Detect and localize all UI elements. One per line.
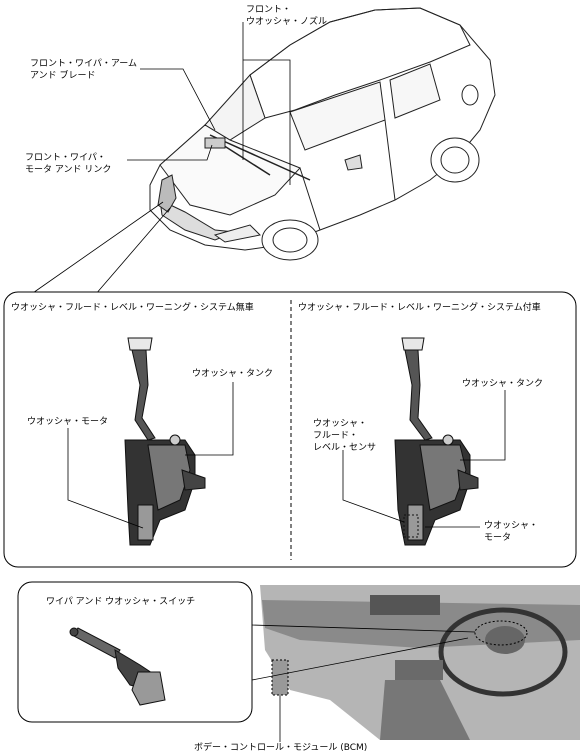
label-washer-tank-left: ウオッシャ・タンク: [192, 369, 274, 379]
wiper-switch-panel: [17, 581, 253, 723]
label-panel-without-system: ウオッシャ・フルード・レベル・ワーニング・システム無車: [11, 303, 254, 313]
left-leader-lines: [67, 382, 234, 529]
label-front-wiper-arm-blade: フロント・ワイパ・アーム アンド ブレード: [30, 59, 138, 81]
label-washer-motor-right: ウオッシャ・ モータ: [484, 521, 539, 543]
label-front-washer-nozzle: フロント・ ウオッシャ・ノズル: [246, 5, 328, 27]
label-bcm: ボデー・コントロール・モジュール (BCM): [194, 743, 368, 753]
label-washer-level-sensor: ウオッシャ・ フルード・ レベル・センサ: [313, 419, 377, 453]
label-washer-motor-left: ウオッシャ・モータ: [27, 417, 109, 427]
wiper-switch-illustration: [69, 627, 166, 706]
car-illustration: [149, 7, 496, 261]
label-wiper-washer-switch: ワイパ アンド ウオッシャ・スイッチ: [46, 597, 196, 607]
dashboard-highlights: [271, 620, 528, 696]
label-front-wiper-motor-link: フロント・ワイパ・ モータ アンド リンク: [25, 153, 112, 175]
dashboard-illustration: [260, 585, 580, 740]
switch-leader-lines: [251, 624, 476, 742]
right-leader-lines: [342, 390, 506, 528]
car-leader-lines: [29, 22, 291, 296]
washer-tank-left-illustration: [124, 337, 206, 546]
label-panel-with-system: ウオッシャ・フルード・レベル・ワーニング・システム付車: [298, 303, 541, 313]
washer-tank-right-illustration: [394, 337, 479, 546]
label-washer-tank-right: ウオッシャ・タンク: [462, 379, 544, 389]
